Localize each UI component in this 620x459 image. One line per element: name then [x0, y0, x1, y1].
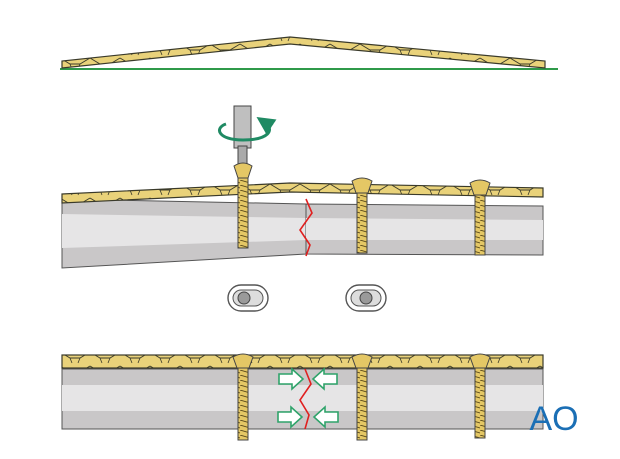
- panel-compressed-fixation: [61, 353, 544, 441]
- ao-logo-text: AO: [529, 400, 578, 435]
- fracture-line: [299, 198, 313, 257]
- plate-hole-icon: [345, 284, 387, 312]
- plate: [61, 354, 544, 369]
- screwdriver: [233, 105, 252, 167]
- prebent-plate: [61, 36, 546, 69]
- ao-logo: AO: [529, 400, 578, 435]
- compression-arrow-icon: [312, 405, 339, 429]
- fracture-line: [299, 368, 312, 430]
- screw-right: [469, 353, 491, 439]
- screw-eccentric: [232, 353, 254, 441]
- compression-arrow-icon: [278, 367, 305, 391]
- screw-middle: [351, 177, 373, 254]
- plate: [61, 182, 544, 204]
- compression-arrow-icon: [311, 367, 338, 391]
- bone-segment-left: [61, 198, 307, 269]
- rotation-arrow-icon: [218, 117, 277, 142]
- panel-prebent-plate: [60, 36, 558, 70]
- screw-eccentric: [233, 162, 253, 249]
- screw-middle: [351, 353, 373, 441]
- bone-segment-right: [305, 203, 544, 256]
- screw-right: [469, 179, 491, 256]
- plate-hole-icon: [227, 284, 269, 312]
- compression-arrow-icon: [277, 405, 304, 429]
- panel-eccentric-insertion: [61, 105, 544, 312]
